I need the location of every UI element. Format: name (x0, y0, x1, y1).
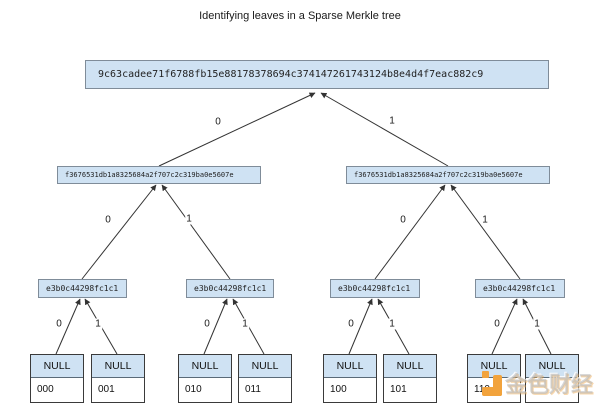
edge-label: 0 (104, 214, 112, 226)
leaf-path-label: 010 (179, 378, 231, 402)
leaf-path-label: 101 (384, 378, 436, 402)
leaf-node-010: NULL 010 (178, 354, 232, 403)
edge-root-0 (158, 92, 316, 167)
edge-leaf-000 (55, 298, 81, 355)
edge-label: 1 (388, 318, 396, 330)
edge-label: 0 (399, 214, 407, 226)
edge-label: 1 (481, 214, 489, 226)
subtree-node-10: e3b0c44298fc1c1 (330, 279, 420, 298)
leaf-null-value: NULL (384, 355, 436, 378)
leaf-node-011: NULL 011 (238, 354, 292, 403)
edge-label: 0 (347, 318, 355, 330)
edge-label: 1 (533, 318, 541, 330)
leaf-null-value: NULL (526, 355, 578, 378)
leaf-path-label: 100 (324, 378, 376, 402)
leaf-node-000: NULL 000 (30, 354, 84, 403)
edge-l2l-0 (81, 184, 157, 280)
edge-label: 0 (493, 318, 501, 330)
edge-leaf-110 (491, 298, 518, 355)
page-title: Identifying leaves in a Sparse Merkle tr… (199, 10, 401, 22)
edge-label: 0 (203, 318, 211, 330)
leaf-null-value: NULL (31, 355, 83, 378)
leaf-path-label: 110 (468, 378, 520, 402)
edge-leaf-100 (348, 298, 373, 355)
leaf-path-label (526, 378, 578, 402)
subtree-node-11: e3b0c44298fc1c1 (475, 279, 565, 298)
leaf-node-111: NULL (525, 354, 579, 403)
edge-label: 1 (94, 318, 102, 330)
edge-label: 0 (214, 116, 222, 128)
root-hash-node: 9c63cadee71f6788fb15e88178378694c3741472… (85, 60, 549, 89)
subtree-node-01: e3b0c44298fc1c1 (186, 279, 274, 298)
edge-label: 1 (388, 115, 396, 127)
leaf-node-110: NULL 110 (467, 354, 521, 403)
leaf-node-100: NULL 100 (323, 354, 377, 403)
leaf-null-value: NULL (239, 355, 291, 378)
internal-node-1: f3676531db1a8325684a2f707c2c319ba0e5607e (346, 166, 550, 184)
leaf-path-label: 000 (31, 378, 83, 402)
leaf-null-value: NULL (92, 355, 144, 378)
edge-leaf-010 (203, 298, 228, 355)
leaf-path-label: 001 (92, 378, 144, 402)
edge-label: 0 (55, 318, 63, 330)
edge-l2r-0 (374, 184, 446, 280)
edge-label: 1 (185, 213, 193, 225)
leaf-node-001: NULL 001 (91, 354, 145, 403)
leaf-null-value: NULL (468, 355, 520, 378)
leaf-null-value: NULL (179, 355, 231, 378)
subtree-node-00: e3b0c44298fc1c1 (38, 279, 127, 298)
leaf-node-101: NULL 101 (383, 354, 437, 403)
edge-root-1 (320, 92, 449, 167)
internal-node-0: f3676531db1a8325684a2f707c2c319ba0e5607e (57, 166, 261, 184)
edge-label: 1 (241, 318, 249, 330)
edge-l2l-1 (161, 184, 231, 280)
leaf-null-value: NULL (324, 355, 376, 378)
leaf-path-label: 011 (239, 378, 291, 402)
edge-l2r-1 (450, 184, 521, 280)
